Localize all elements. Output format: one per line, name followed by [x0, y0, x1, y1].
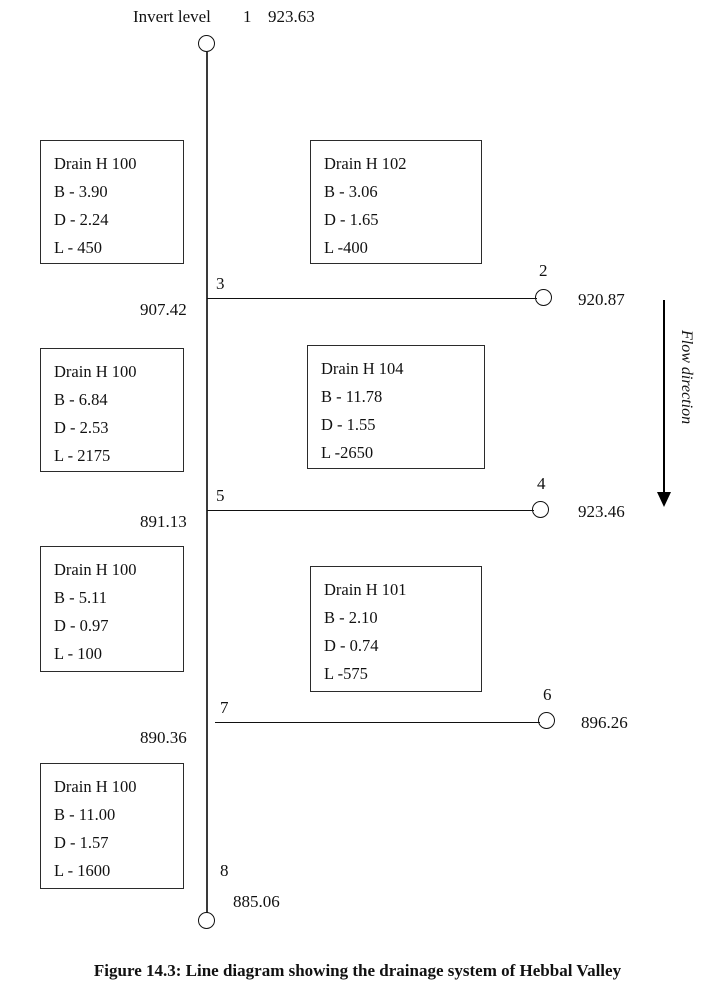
node-7-id: 7	[220, 698, 229, 717]
node-5-id: 5	[216, 486, 225, 505]
drain-box-right-2-depth: D - 1.55	[321, 415, 376, 434]
drain-box-left-2-length: L - 2175	[54, 446, 111, 465]
node-8-circle[interactable]	[198, 912, 215, 929]
drain-box-right-3-length: L -575	[324, 664, 368, 683]
drain-box-left-1-width: B - 3.90	[54, 182, 108, 201]
drain-box-left-4: Drain H 100 B - 11.00 D - 1.57 L - 1600	[40, 763, 184, 889]
node-7-level: 890.36	[140, 728, 187, 747]
drain-box-left-3-depth: D - 0.97	[54, 616, 109, 635]
drain-box-left-2-width: B - 6.84	[54, 390, 108, 409]
figure-caption: Figure 14.3: Line diagram showing the dr…	[93, 961, 622, 980]
node-6-level: 896.26	[581, 713, 628, 732]
node-2-id: 2	[539, 261, 548, 280]
node-3-level: 907.42	[140, 300, 187, 319]
drain-box-left-1-title: Drain H 100	[54, 154, 137, 173]
drain-box-left-2: Drain H 100 B - 6.84 D - 2.53 L - 2175	[40, 348, 184, 472]
node-2-circle[interactable]	[535, 289, 552, 306]
flow-direction-label: Flow direction	[678, 330, 695, 425]
drain-box-left-3-width: B - 5.11	[54, 588, 108, 607]
drain-box-left-4-title: Drain H 100	[54, 777, 137, 796]
node-3-id: 3	[216, 274, 225, 293]
node-4-level: 923.46	[578, 502, 625, 521]
drain-box-left-3: Drain H 100 B - 5.11 D - 0.97 L - 100	[40, 546, 184, 672]
node-8-level: 885.06	[233, 892, 280, 911]
node-6-circle[interactable]	[538, 712, 555, 729]
flow-arrow-head-icon	[657, 492, 671, 507]
drain-box-right-3-title: Drain H 101	[324, 580, 407, 599]
node-4-id: 4	[537, 474, 546, 493]
branch-line-7-to-6	[215, 722, 540, 723]
drain-box-right-3-depth: D - 0.74	[324, 636, 379, 655]
trunk-sewer-line	[206, 52, 208, 921]
drain-box-right-2-title: Drain H 104	[321, 359, 404, 378]
node-1-id-top: 1	[243, 7, 252, 26]
drain-box-left-1-depth: D - 2.24	[54, 210, 109, 229]
drain-box-left-4-length: L - 1600	[54, 861, 111, 880]
drain-box-right-1-depth: D - 1.65	[324, 210, 379, 229]
node-1-level-top: 923.63	[268, 7, 315, 26]
drain-box-left-4-depth: D - 1.57	[54, 833, 109, 852]
node-2-level: 920.87	[578, 290, 625, 309]
invert-level-header-label: Invert level	[133, 7, 211, 26]
node-6-id: 6	[543, 685, 552, 704]
drain-box-left-2-depth: D - 2.53	[54, 418, 109, 437]
drain-box-right-3: Drain H 101 B - 2.10 D - 0.74 L -575	[310, 566, 482, 692]
drain-box-left-1-length: L - 450	[54, 238, 102, 257]
drain-box-left-3-title: Drain H 100	[54, 560, 137, 579]
drain-box-right-3-width: B - 2.10	[324, 608, 378, 627]
drain-box-right-1: Drain H 102 B - 3.06 D - 1.65 L -400	[310, 140, 482, 264]
branch-line-5-to-4	[207, 510, 534, 511]
drain-box-right-1-title: Drain H 102	[324, 154, 407, 173]
node-8-id: 8	[220, 861, 229, 880]
drain-box-right-1-width: B - 3.06	[324, 182, 378, 201]
flow-arrow-shaft	[663, 300, 665, 492]
drain-box-right-2: Drain H 104 B - 11.78 D - 1.55 L -2650	[307, 345, 485, 469]
drain-box-right-2-width: B - 11.78	[321, 387, 383, 406]
node-4-circle[interactable]	[532, 501, 549, 518]
drain-box-left-4-width: B - 11.00	[54, 805, 116, 824]
node-5-level: 891.13	[140, 512, 187, 531]
branch-line-3-to-2	[207, 298, 537, 299]
drain-box-left-1: Drain H 100 B - 3.90 D - 2.24 L - 450	[40, 140, 184, 264]
drain-box-left-2-title: Drain H 100	[54, 362, 137, 381]
drain-box-right-1-length: L -400	[324, 238, 368, 257]
drain-box-right-2-length: L -2650	[321, 443, 374, 462]
drain-box-left-3-length: L - 100	[54, 644, 102, 663]
node-1-circle[interactable]	[198, 35, 215, 52]
